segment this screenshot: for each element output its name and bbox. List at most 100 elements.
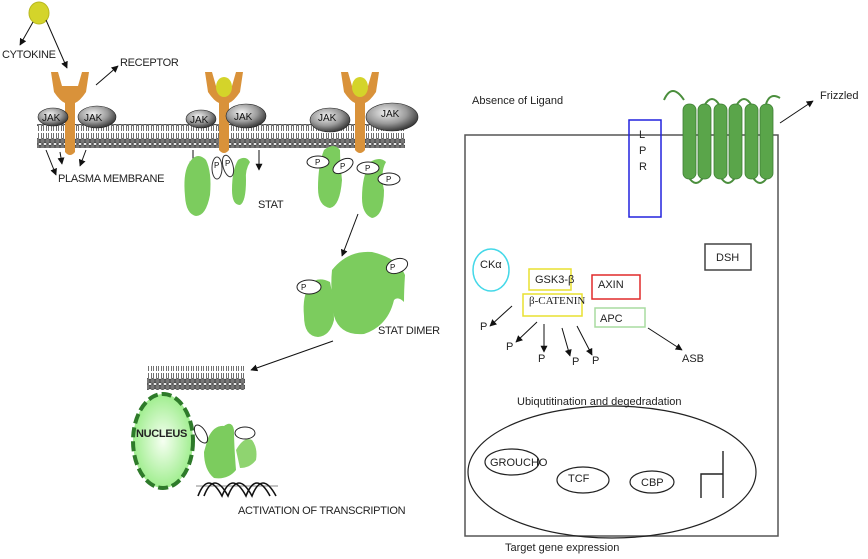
cytokine-arrow bbox=[19, 21, 34, 46]
phosphate-label: P bbox=[572, 356, 579, 368]
jak-icon bbox=[309, 107, 351, 133]
groucho-label: GROUCHO bbox=[490, 457, 548, 469]
jak-stat-pathway: CYTOKINE RECEPTOR JAK JAK PLASMA MEMBRAN… bbox=[2, 1, 440, 517]
phosphorylation-arrows bbox=[489, 305, 593, 357]
phosphate-label: P bbox=[390, 263, 395, 272]
jak-label: JAK bbox=[84, 113, 103, 124]
frizzled-receptor bbox=[663, 90, 781, 184]
nuclear-membrane bbox=[147, 366, 245, 390]
phosphate-label: P bbox=[592, 355, 599, 367]
lpr-letter: P bbox=[639, 145, 646, 157]
jak-icon bbox=[225, 103, 267, 129]
receptor-icon bbox=[341, 72, 379, 153]
phosphate-icon bbox=[332, 157, 354, 175]
tcf-label: TCF bbox=[568, 473, 590, 485]
cytokine-icon bbox=[28, 1, 50, 25]
asb-arrow bbox=[647, 327, 683, 351]
phosphate-label: P bbox=[480, 321, 487, 333]
dimerization-arrow bbox=[340, 213, 359, 257]
apc-box bbox=[594, 307, 646, 328]
membrane-arrow bbox=[78, 149, 87, 167]
cytokine-icon bbox=[216, 77, 232, 97]
stat-protein bbox=[318, 146, 342, 208]
phosphate-label: P bbox=[225, 159, 230, 168]
axin-label: AXIN bbox=[598, 279, 624, 291]
phosphate-label: P bbox=[301, 283, 306, 292]
transcription-label: ACTIVATION OF TRANSCRIPTION bbox=[238, 505, 406, 517]
dsh-box bbox=[704, 243, 752, 271]
phosphate-icon bbox=[221, 154, 235, 178]
stat-dimer bbox=[204, 423, 236, 479]
receptor-icon bbox=[51, 72, 89, 155]
stat-dimer-label: STAT DIMER bbox=[378, 325, 440, 337]
cytokine-to-receptor-arrow bbox=[45, 19, 68, 69]
nucleus-label: NUCLEUS bbox=[136, 428, 187, 440]
stat-label: STAT bbox=[258, 199, 284, 211]
stat-dimer bbox=[236, 439, 257, 468]
translocation-arrow bbox=[250, 340, 334, 372]
jak-label: JAK bbox=[190, 115, 209, 126]
phosphate-label: P bbox=[214, 161, 219, 170]
stat-dimer bbox=[331, 251, 405, 335]
receptor-arrow bbox=[95, 65, 119, 86]
stat-protein bbox=[184, 156, 211, 216]
phosphate-label: P bbox=[506, 341, 513, 353]
jak-label: JAK bbox=[318, 113, 337, 124]
tcf-protein bbox=[556, 466, 610, 494]
cytokine-label: CYTOKINE bbox=[2, 49, 56, 61]
membrane-arrow bbox=[45, 149, 57, 176]
gsk3b-box bbox=[528, 268, 572, 291]
phosphate-icon bbox=[385, 257, 409, 275]
jak-label: JAK bbox=[381, 109, 400, 120]
phosphate-icon bbox=[193, 424, 209, 444]
phosphate-label: P bbox=[340, 162, 345, 171]
phosphate-icon bbox=[296, 279, 322, 295]
membrane-arrow bbox=[57, 151, 65, 165]
ubiquitination-label: Ubiqutitination and degedradation bbox=[517, 396, 682, 408]
lpr-letter: L bbox=[639, 129, 645, 141]
nucleus bbox=[131, 392, 195, 490]
receptor-label: RECEPTOR bbox=[120, 57, 179, 69]
receptor-icon bbox=[205, 72, 243, 153]
cell-boundary bbox=[464, 134, 779, 537]
beta-catenin-label: β-CATENIN bbox=[529, 295, 585, 307]
phosphate-label: P bbox=[365, 164, 370, 173]
phosphate-label: P bbox=[315, 158, 320, 167]
ck-alpha bbox=[472, 248, 510, 292]
phosphate-label: P bbox=[538, 353, 545, 365]
cytokine-icon bbox=[352, 77, 368, 97]
phosphate-icon bbox=[356, 161, 380, 175]
jak-label: JAK bbox=[234, 112, 253, 123]
cbp-protein bbox=[629, 470, 675, 494]
axin-box bbox=[591, 274, 641, 300]
frizzled-arrow bbox=[779, 100, 814, 124]
cbp-label: CBP bbox=[641, 477, 664, 489]
ck-alpha-label: CKα bbox=[480, 259, 502, 271]
apc-label: APC bbox=[600, 313, 623, 325]
phosphate-icon bbox=[306, 155, 330, 169]
jak-icon bbox=[37, 107, 69, 127]
jak-icon bbox=[77, 105, 117, 129]
phosphate-icon bbox=[211, 156, 223, 180]
jak-label: JAK bbox=[42, 113, 61, 124]
dna-icon bbox=[196, 482, 278, 498]
groucho-protein bbox=[484, 448, 540, 476]
jak-icon bbox=[365, 102, 419, 132]
beta-catenin-box bbox=[522, 293, 583, 317]
frizzled-label: Frizzled bbox=[820, 90, 859, 102]
wnt-nucleus bbox=[467, 405, 757, 539]
dsh-label: DSH bbox=[716, 252, 739, 264]
phosphate-label: P bbox=[386, 175, 391, 184]
gene-icon bbox=[700, 451, 724, 498]
phosphate-icon bbox=[377, 172, 401, 186]
wnt-pathway: Absence of Ligand L P R Frizzled CKα GSK… bbox=[464, 90, 859, 554]
gsk3b-label: GSK3-β bbox=[535, 274, 574, 286]
stat-protein bbox=[232, 157, 250, 205]
asb-label: ASB bbox=[682, 353, 704, 365]
lpr-letter: R bbox=[639, 161, 647, 173]
target-gene-label: Target gene expression bbox=[505, 542, 619, 554]
phosphate-icon bbox=[234, 426, 256, 440]
condition-label: Absence of Ligand bbox=[472, 95, 563, 107]
lpr-receptor bbox=[628, 119, 662, 218]
